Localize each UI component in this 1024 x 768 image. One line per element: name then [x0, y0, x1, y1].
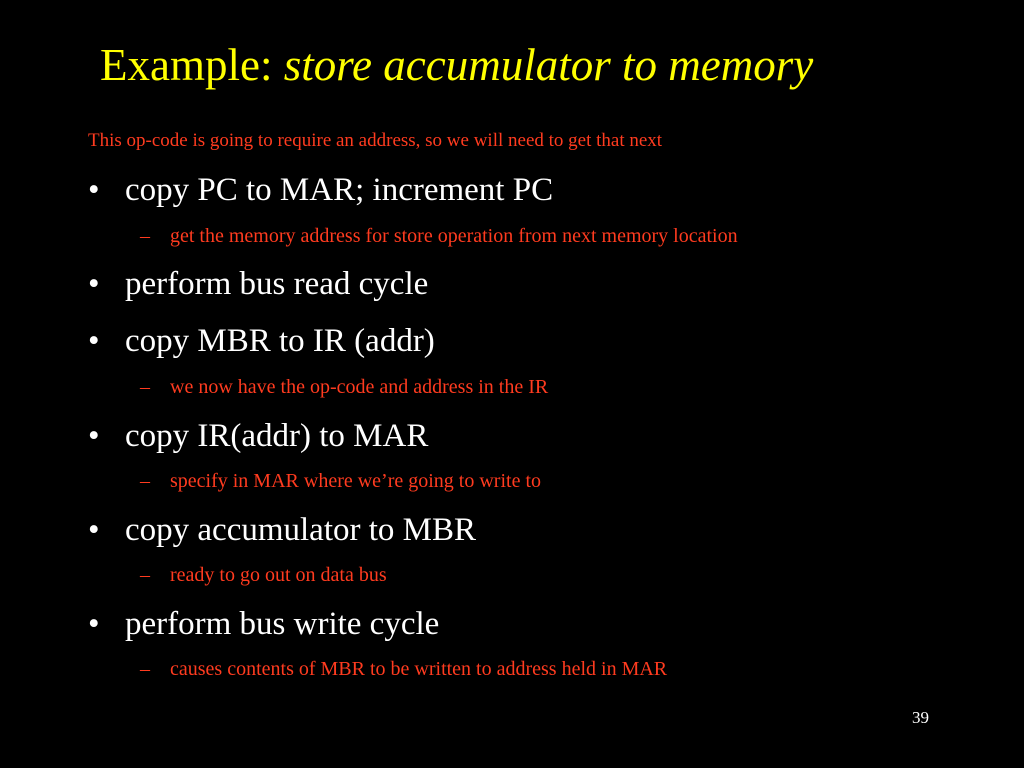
- sub-bullet-text: causes contents of MBR to be written to …: [170, 658, 668, 680]
- bullet-text: copy PC to MAR; increment PC: [125, 172, 554, 208]
- bullet-marker: •: [88, 418, 100, 454]
- bullet-text: copy accumulator to MBR: [125, 512, 477, 548]
- slide-title: Example: store accumulator to memory: [100, 38, 813, 92]
- bullet-marker: •: [88, 323, 100, 359]
- slide-title-italic: store accumulator to memory: [283, 40, 814, 90]
- bullet-text: perform bus write cycle: [125, 606, 440, 642]
- sub-bullet-marker: –: [140, 470, 150, 492]
- sub-bullet-marker: –: [140, 225, 150, 247]
- bullet-marker: •: [88, 512, 100, 548]
- sub-bullet-text: specify in MAR where we’re going to writ…: [170, 470, 542, 492]
- page-number: 39: [912, 708, 929, 727]
- sub-bullet-text: we now have the op-code and address in t…: [170, 376, 549, 398]
- sub-bullet-marker: –: [140, 564, 150, 586]
- bullet-marker: •: [88, 266, 100, 302]
- sub-bullet-marker: –: [140, 658, 150, 680]
- sub-bullet-text: get the memory address for store operati…: [170, 225, 738, 247]
- sub-bullet-text: ready to go out on data bus: [170, 564, 387, 586]
- bullet-text: copy IR(addr) to MAR: [125, 418, 429, 454]
- bullet-text: perform bus read cycle: [125, 266, 429, 302]
- bullet-text: copy MBR to IR (addr): [125, 323, 435, 359]
- slide-title-prefix: Example:: [100, 40, 284, 90]
- bullet-marker: •: [88, 172, 100, 208]
- intro-text: This op-code is going to require an addr…: [88, 130, 663, 151]
- sub-bullet-marker: –: [140, 376, 150, 398]
- bullet-marker: •: [88, 606, 100, 642]
